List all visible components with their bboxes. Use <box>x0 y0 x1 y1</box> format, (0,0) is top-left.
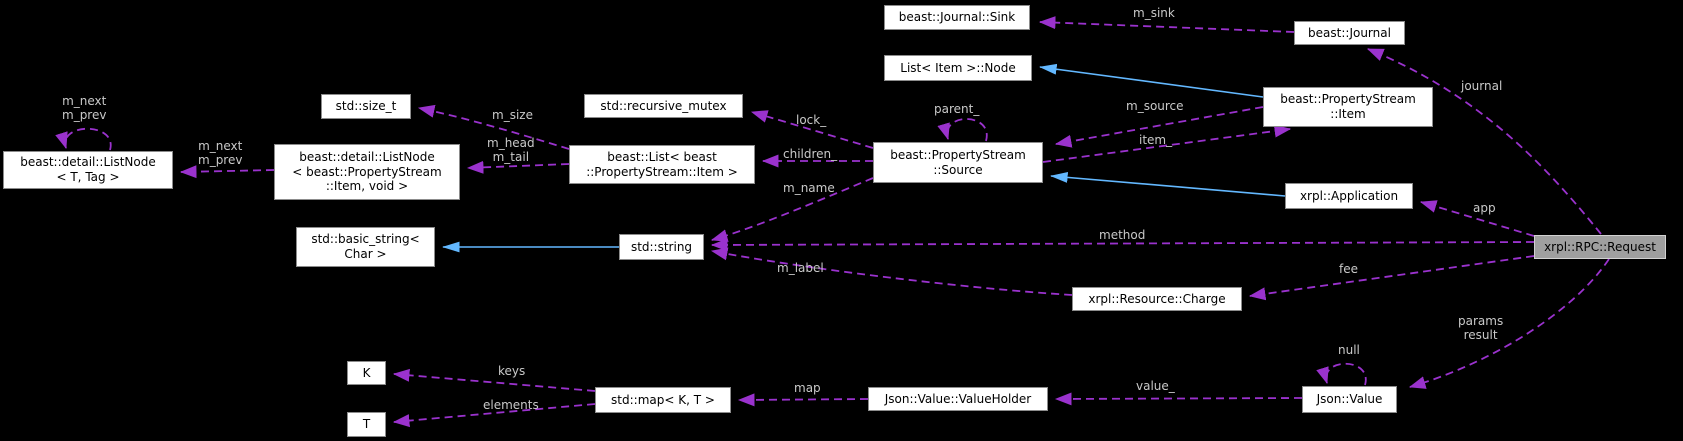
node-t: T <box>347 412 386 437</box>
edge-label-null: null <box>1338 343 1360 357</box>
node-k: K <box>347 361 386 385</box>
edge-label-params-result: params result <box>1458 314 1504 342</box>
edge-label-parent: parent_ <box>934 102 980 116</box>
edge-parent-self <box>937 118 988 142</box>
edge-label-map: map <box>794 381 821 395</box>
node-list-item-node[interactable]: List< Item >::Node <box>884 55 1032 81</box>
node-json-value[interactable]: Json::Value <box>1302 386 1397 413</box>
node-std-map: std::map< K, T > <box>595 387 731 413</box>
edge-params-result <box>1408 258 1610 389</box>
edge-method <box>710 238 1535 252</box>
edge-m-head-m-tail <box>466 160 570 174</box>
edge-label-fee: fee <box>1339 262 1358 276</box>
edge-label-method: method <box>1099 228 1146 242</box>
edge-m-label <box>710 247 1073 296</box>
edge-fee <box>1248 255 1535 301</box>
node-std-recursive-mutex: std::recursive_mutex <box>584 94 743 118</box>
edge-lock <box>750 110 874 149</box>
node-xrpl-rpc-request: xrpl::RPC::Request <box>1534 235 1666 259</box>
node-beast-propertystream-source[interactable]: beast::PropertyStream ::Source <box>873 142 1043 183</box>
edge-value <box>1054 392 1303 406</box>
node-json-value-valueholder[interactable]: Json::Value::ValueHolder <box>868 387 1048 411</box>
node-beast-journal[interactable]: beast::Journal <box>1294 21 1405 45</box>
node-xrpl-resource-charge[interactable]: xrpl::Resource::Charge <box>1072 287 1242 311</box>
node-xrpl-application[interactable]: xrpl::Application <box>1285 183 1413 209</box>
edge-label-m-sink: m_sink <box>1133 6 1175 20</box>
node-std-basic-string: std::basic_string< Char > <box>296 227 435 267</box>
edge-elements <box>392 403 596 428</box>
edge-application-inherits-source <box>1050 171 1286 197</box>
edge-label-children: children_ <box>783 147 838 161</box>
edge-label-keys: keys <box>498 364 526 378</box>
edge-m-next-m-prev-self <box>55 127 112 151</box>
edge-null-self <box>1316 362 1367 386</box>
edge-label-m-size: m_size <box>492 108 533 122</box>
edge-label-m-label: m_label <box>777 261 824 275</box>
edge-label-value: value_ <box>1136 379 1175 393</box>
edge-map <box>737 393 869 407</box>
node-std-string: std::string <box>619 234 704 260</box>
edge-m-next-m-prev <box>179 165 275 179</box>
edge-label-m-next-m-prev-self: m_next m_prev <box>62 94 107 122</box>
node-beast-propertystream-item[interactable]: beast::PropertyStream ::Item <box>1263 87 1433 127</box>
edge-label-m-head-m-tail: m_head m_tail <box>487 136 535 164</box>
edge-label-lock: lock_ <box>796 113 827 127</box>
edge-label-app: app <box>1473 201 1496 215</box>
edge-keys <box>392 368 596 392</box>
edge-item <box>1042 124 1292 163</box>
edge-app <box>1419 200 1535 237</box>
node-beast-journal-sink[interactable]: beast::Journal::Sink <box>884 5 1030 30</box>
edge-item-inherits-node <box>1039 63 1264 98</box>
edge-label-m-name: m_name <box>783 181 835 195</box>
edge-label-item: item_ <box>1139 133 1173 147</box>
edge-m-source <box>1054 106 1264 148</box>
edge-label-journal: journal <box>1461 79 1503 93</box>
edge-m-size <box>417 104 570 150</box>
node-beast-detail-listnode-t-tag[interactable]: beast::detail::ListNode < T, Tag > <box>3 151 173 189</box>
edge-label-m-source: m_source <box>1126 99 1184 113</box>
node-std-size-t: std::size_t <box>321 94 411 119</box>
node-beast-detail-listnode-item-void[interactable]: beast::detail::ListNode < beast::Propert… <box>274 144 460 200</box>
edge-m-sink <box>1038 16 1295 33</box>
node-beast-list-propertystream-item[interactable]: beast::List< beast ::PropertyStream::Ite… <box>569 145 755 184</box>
edge-label-elements: elements <box>483 398 539 412</box>
edge-label-m-next-m-prev: m_next m_prev <box>198 139 243 167</box>
